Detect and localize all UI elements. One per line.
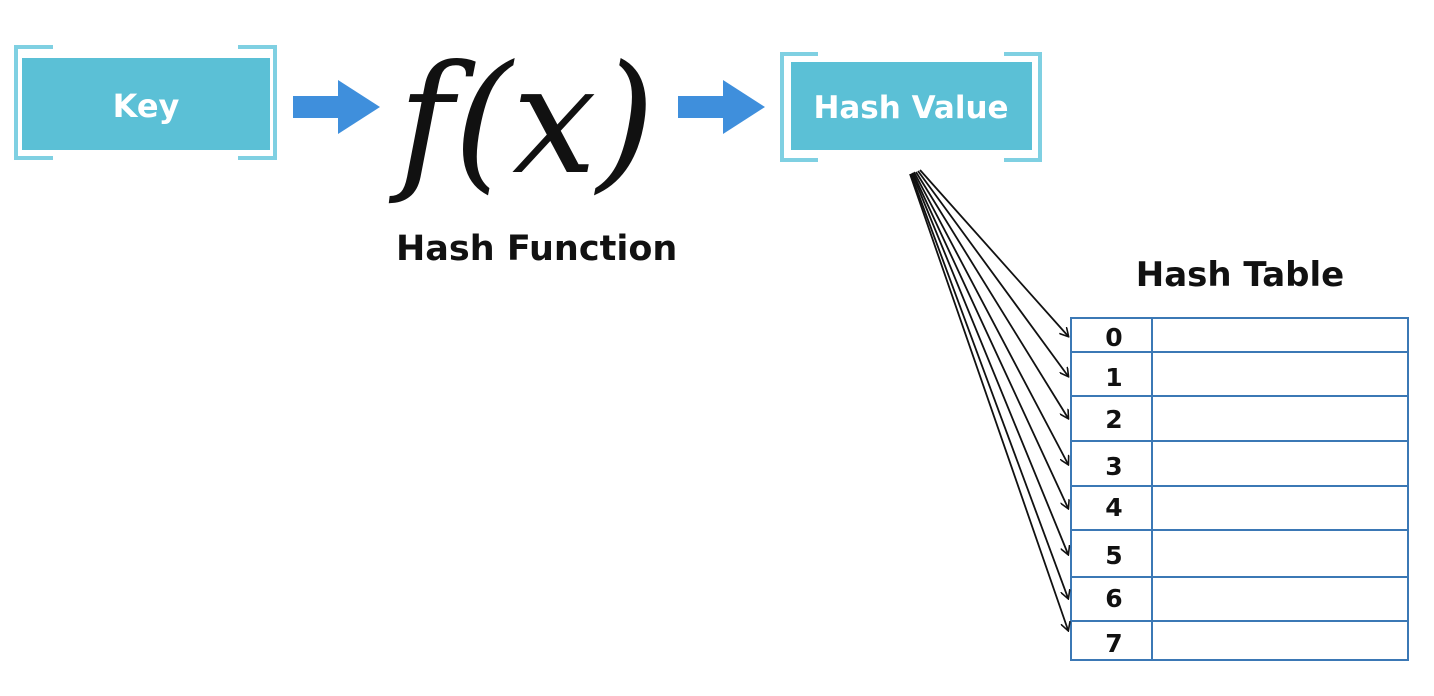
pointer-arrow-6 bbox=[910, 173, 1068, 598]
pointer-arrow-0 bbox=[919, 169, 1068, 336]
hash-function-label: Hash Function bbox=[396, 229, 677, 269]
pointer-arrows bbox=[909, 169, 1068, 630]
key-label: Key bbox=[113, 87, 180, 125]
hash-value-label: Hash Value bbox=[813, 90, 1008, 126]
table-index-5: 5 bbox=[1105, 541, 1122, 570]
flow-arrow-icon bbox=[678, 80, 765, 134]
pointer-arrow-4 bbox=[912, 172, 1068, 508]
table-index-1: 1 bbox=[1105, 363, 1122, 392]
key-box: Key bbox=[14, 45, 277, 160]
hash-table-title: Hash Table bbox=[1136, 255, 1344, 295]
pointer-arrow-1 bbox=[917, 170, 1068, 376]
flow-arrow-icon bbox=[293, 80, 380, 134]
pointer-arrow-7 bbox=[909, 173, 1068, 630]
hash-value-box: Hash Value bbox=[780, 52, 1042, 162]
hash-table bbox=[1070, 317, 1409, 661]
table-index-3: 3 bbox=[1105, 452, 1122, 481]
table-index-0: 0 bbox=[1105, 323, 1122, 352]
pointer-arrow-5 bbox=[911, 172, 1068, 554]
table-index-4: 4 bbox=[1105, 493, 1122, 522]
table-index-6: 6 bbox=[1105, 584, 1122, 613]
pointer-arrow-2 bbox=[915, 171, 1068, 418]
hash-function-symbol: f(x) bbox=[388, 34, 655, 208]
pointer-arrow-3 bbox=[913, 171, 1068, 464]
table-index-7: 7 bbox=[1105, 629, 1122, 658]
table-index-2: 2 bbox=[1105, 405, 1122, 434]
